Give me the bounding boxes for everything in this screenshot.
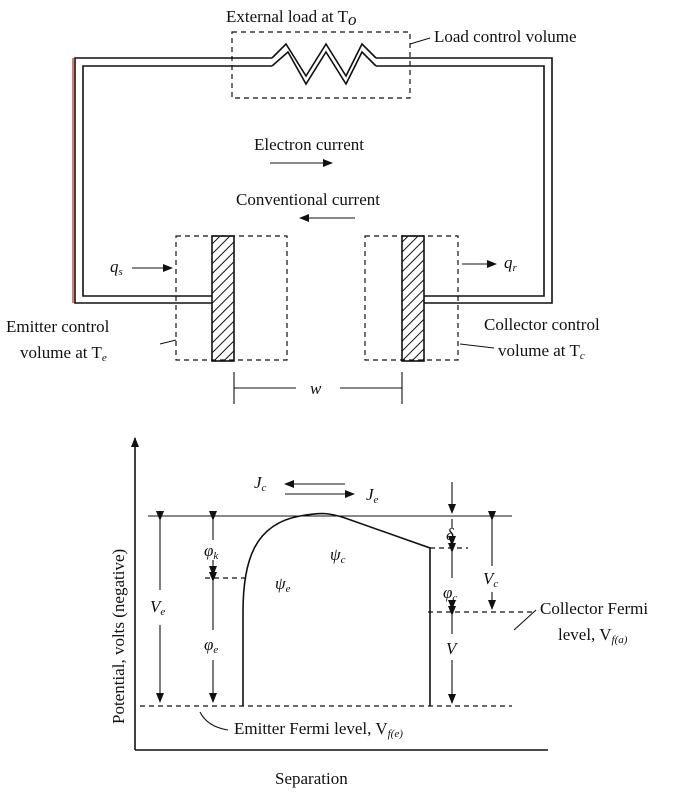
y-axis-label: Potential, volts (negative) (109, 549, 128, 724)
potential-diagram: Potential, volts (negative) Separation J… (109, 437, 648, 788)
j-c-label: Jc (254, 473, 267, 494)
external-load-label: External load at To (226, 7, 356, 29)
delta-label: δ (446, 525, 455, 544)
emitter-fermi-leader (199, 711, 229, 731)
load-control-volume-label: Load control volume (434, 27, 577, 46)
emitter-label-line2: volume at Te (20, 343, 107, 364)
psi-e-label: ψe (275, 574, 291, 595)
collector-label-line2: volume at Tc (498, 341, 585, 362)
phi-e-label: φe (204, 635, 218, 656)
vc-label: Vc (483, 569, 498, 590)
emitter-fermi-label: Emitter Fermi level, Vf(e) (234, 719, 403, 740)
gap-dimension (233, 372, 403, 404)
circuit-diagram: External load at To Load control volume … (6, 7, 600, 404)
x-axis-label: Separation (275, 769, 348, 788)
load-control-volume-leader (409, 37, 431, 45)
collector-fermi-label-line1: Collector Fermi (540, 599, 648, 618)
j-e-label: Je (366, 485, 379, 506)
q-r-label: qr (504, 253, 518, 274)
circuit-wire (72, 57, 553, 304)
resistor-icon (271, 42, 377, 86)
collector-fermi-label-line2: level, Vf(a) (558, 625, 628, 646)
potential-curve (242, 512, 431, 706)
collector-leader (459, 343, 495, 349)
load-control-volume-box (231, 31, 411, 99)
collector-electrode (401, 235, 425, 362)
collector-label-line1: Collector control (484, 315, 600, 334)
emitter-label-line1: Emitter control (6, 317, 110, 336)
emitter-leader (159, 339, 177, 345)
q-s-label: qs (110, 257, 123, 278)
v-label: V (446, 639, 459, 658)
conventional-current-label: Conventional current (236, 190, 380, 209)
gap-label: w (310, 379, 322, 398)
phi-c-label: φc (443, 583, 457, 604)
collector-fermi-leader (513, 609, 537, 631)
electron-current-label: Electron current (254, 135, 364, 154)
emitter-electrode (211, 235, 235, 362)
phi-k-label: φk (204, 541, 219, 562)
ve-label: Ve (150, 597, 165, 618)
psi-c-label: ψc (330, 545, 346, 566)
